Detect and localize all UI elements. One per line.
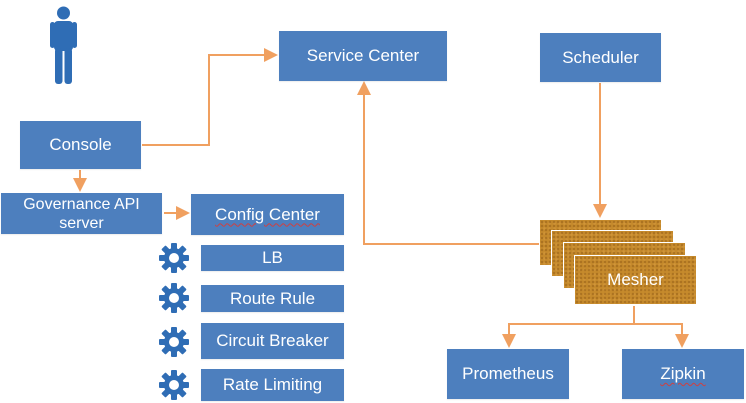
- governance-api-label-line2: server: [59, 214, 104, 232]
- zipkin-label: Zipkin: [660, 364, 706, 383]
- arrow-mesher-to-zipkin: [634, 323, 689, 348]
- prometheus-node: Prometheus: [447, 349, 569, 399]
- config-center-node: Config Center: [191, 194, 344, 235]
- circuit-breaker-label: Circuit Breaker: [216, 331, 329, 350]
- governance-api-label-line1: Governance API: [23, 195, 140, 213]
- route-rule-node: Route Rule: [201, 285, 344, 312]
- lb-label: LB: [262, 248, 283, 267]
- gear-icon: [159, 243, 189, 273]
- arrow-mesher-to-prometheus: [502, 306, 635, 348]
- console-label: Console: [49, 135, 112, 154]
- gear-icon: [159, 283, 189, 313]
- rate-limiting-label: Rate Limiting: [222, 375, 323, 394]
- scheduler-label: Scheduler: [562, 47, 639, 67]
- service-center-node: Service Center: [279, 31, 447, 81]
- mesher-label: Mesher: [607, 270, 664, 289]
- gear-icon: [159, 370, 189, 400]
- person-icon: [50, 6, 77, 84]
- lb-node: LB: [201, 245, 344, 271]
- route-rule-label: Route Rule: [229, 288, 316, 308]
- arrow-mesher-to-service-center: [357, 81, 540, 245]
- circuit-breaker-node: Circuit Breaker: [201, 323, 344, 359]
- gear-icon: [159, 327, 189, 357]
- console-node: Console: [20, 121, 141, 169]
- rate-limiting-node: Rate Limiting: [201, 369, 344, 401]
- scheduler-node: Scheduler: [540, 33, 661, 82]
- service-center-label: Service Center: [306, 46, 420, 65]
- zipkin-node: Zipkin: [622, 349, 744, 399]
- mesher-node: Mesher: [574, 255, 697, 305]
- config-center-label: Config Center: [215, 204, 320, 224]
- arrow-console-to-service-center: [142, 48, 278, 146]
- prometheus-label: Prometheus: [462, 364, 554, 383]
- governance-api-node: Governance API server: [1, 193, 162, 234]
